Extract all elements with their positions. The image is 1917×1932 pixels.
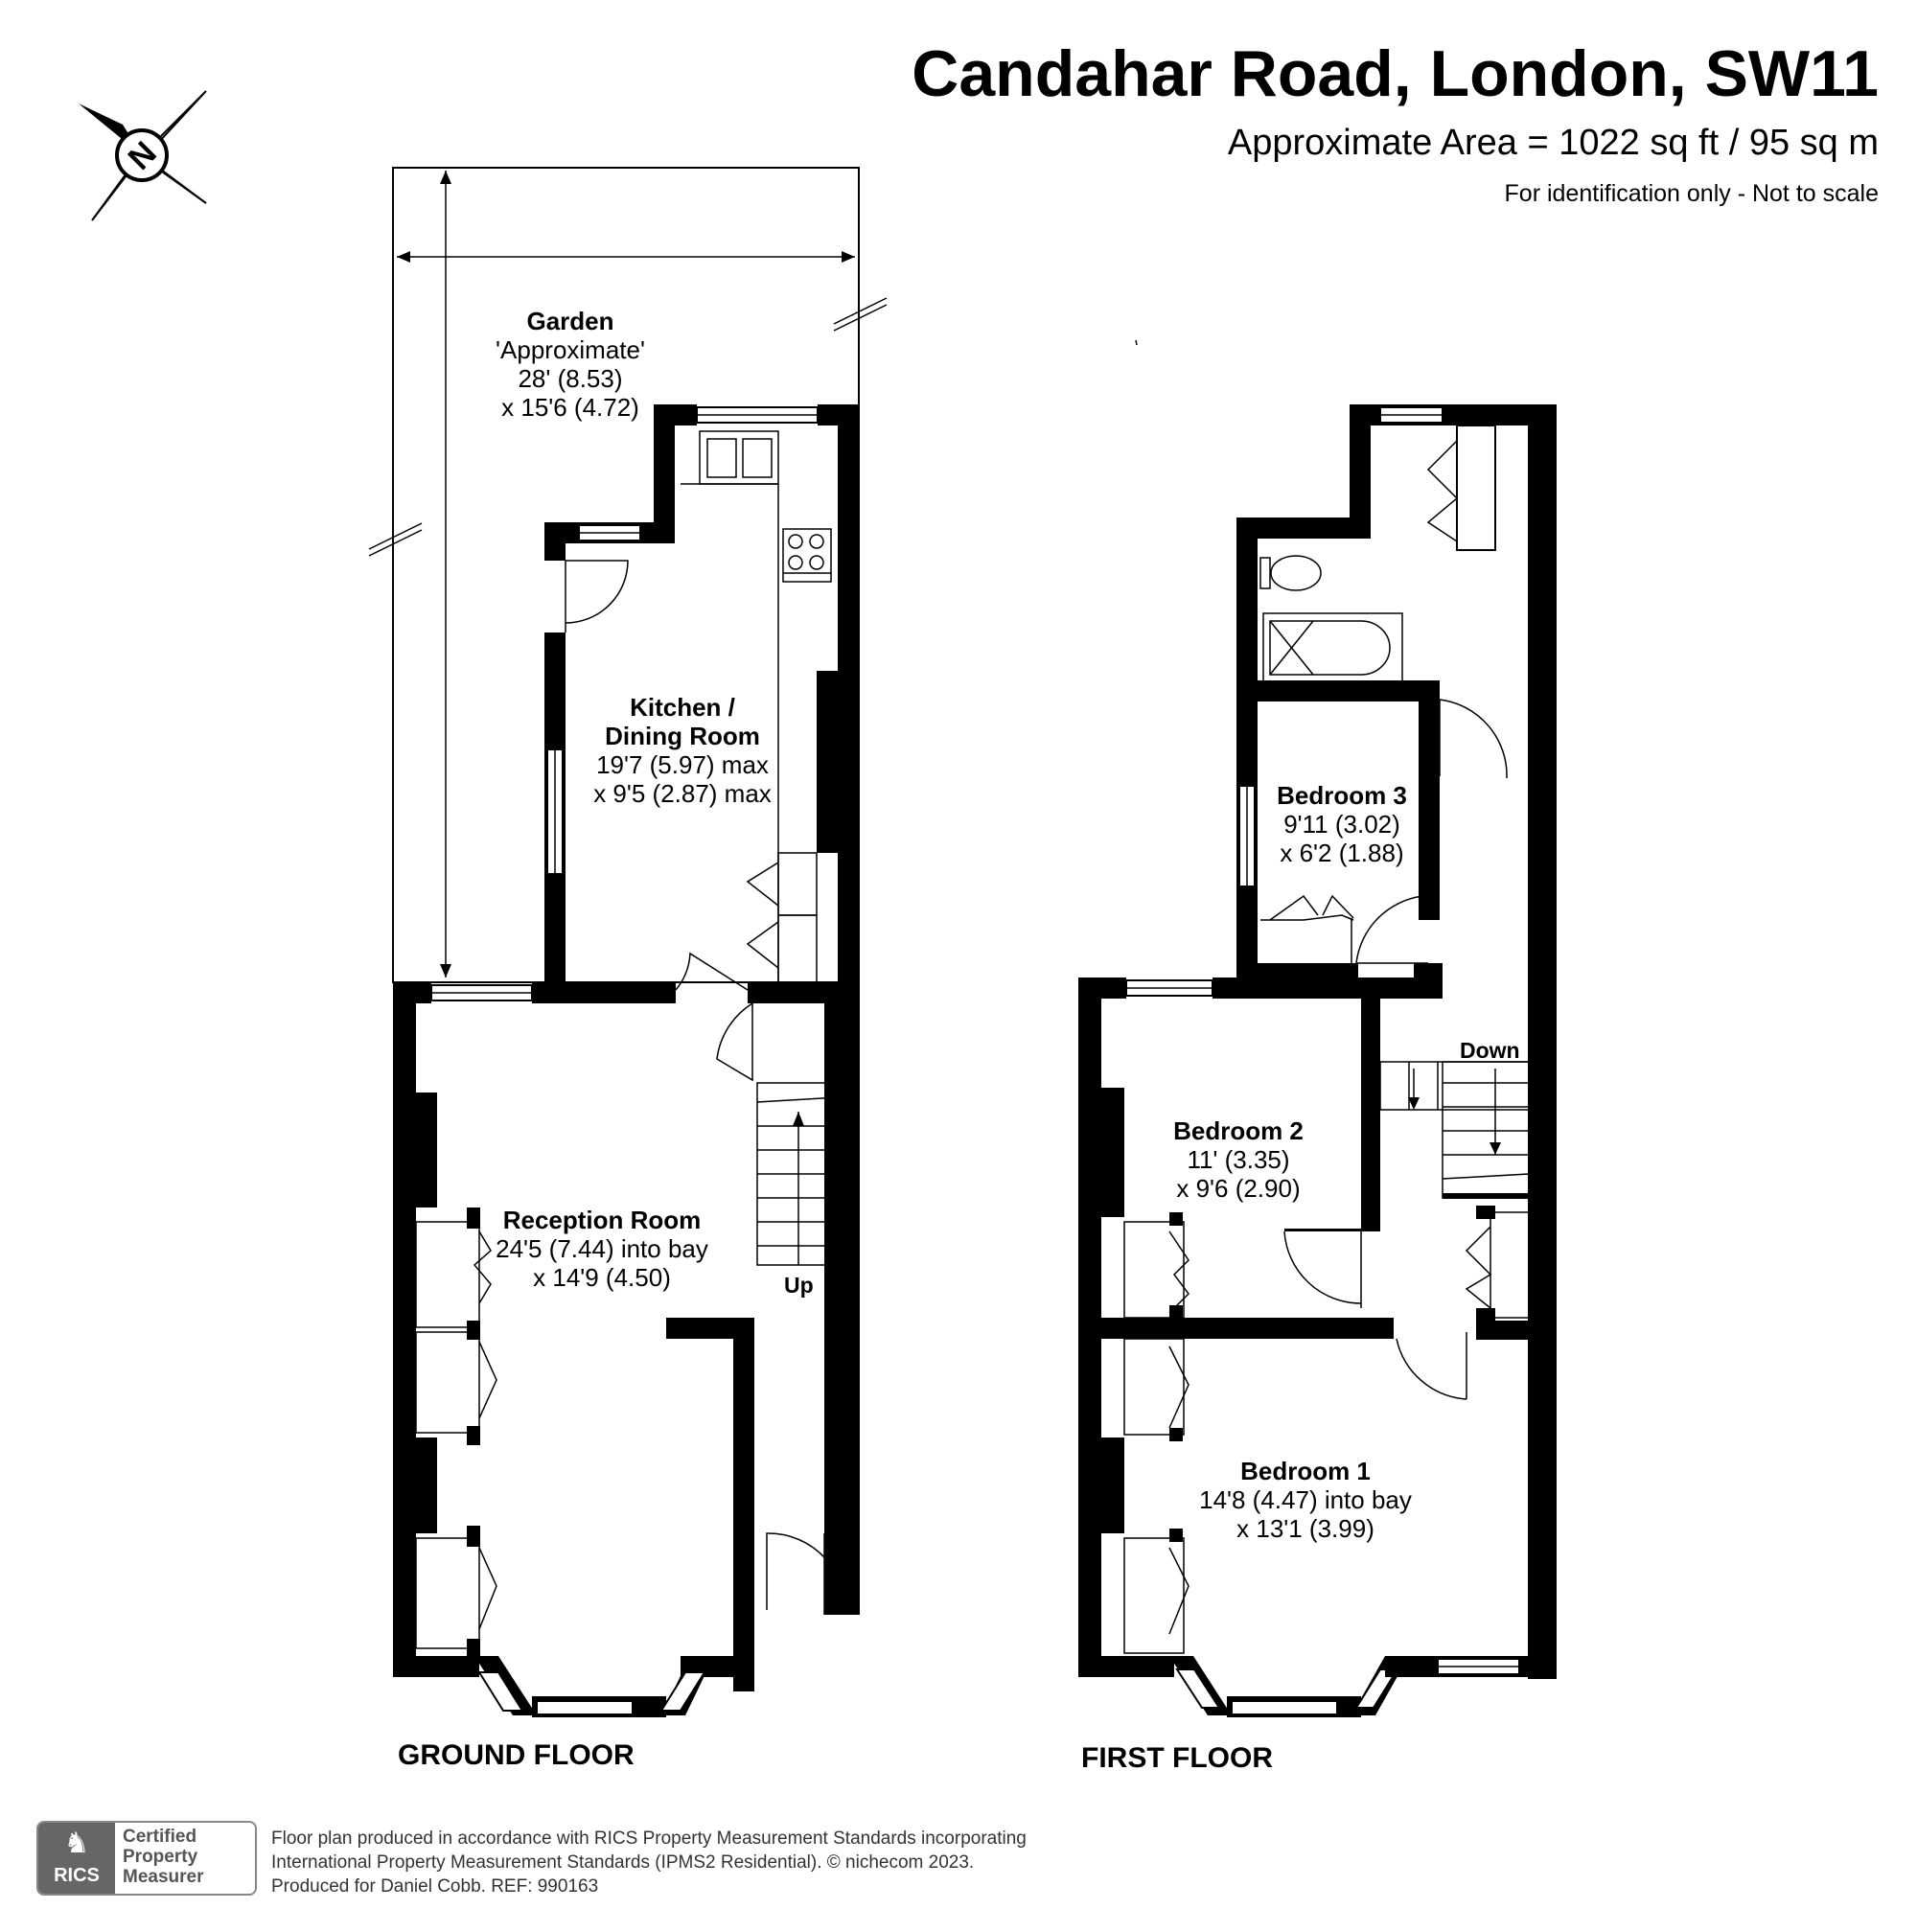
- bedroom1-width: x 13'1 (3.99): [1236, 1514, 1374, 1543]
- bedroom3-length: 9'11 (3.02): [1283, 810, 1400, 839]
- footer-line-3: Produced for Daniel Cobb. REF: 990163: [271, 1876, 599, 1897]
- bedroom2-width: x 9'6 (2.90): [1176, 1174, 1301, 1203]
- garden-label: Garden 'Approximate' 28' (8.53) x 15'6 (…: [496, 307, 645, 422]
- rics-lion-icon: ♞: [63, 1828, 90, 1859]
- footer-disclaimer: Floor plan produced in accordance with R…: [271, 1827, 1027, 1898]
- garden-width: x 15'6 (4.72): [501, 393, 639, 422]
- bedroom3-label: Bedroom 3 9'11 (3.02) x 6'2 (1.88): [1277, 781, 1407, 867]
- bedroom1-label: Bedroom 1 14'8 (4.47) into bay x 13'1 (3…: [1199, 1457, 1412, 1543]
- badge-line-3: Measurer: [123, 1867, 204, 1887]
- rics-logo: ♞ RICS: [38, 1823, 115, 1894]
- footer-line-1: Floor plan produced in accordance with R…: [271, 1828, 1027, 1849]
- reception-width: x 14'9 (4.50): [533, 1263, 671, 1292]
- badge-line-2: Property: [123, 1847, 198, 1867]
- rics-logo-text: RICS: [54, 1865, 100, 1886]
- footer-line-2: International Property Measurement Stand…: [271, 1852, 975, 1873]
- kitchen-name-1: Kitchen /: [630, 693, 735, 722]
- north-compass-icon: N: [79, 90, 207, 221]
- stairs-up-label: Up: [784, 1273, 814, 1298]
- bedroom2-label: Bedroom 2 11' (3.35) x 9'6 (2.90): [1173, 1116, 1304, 1203]
- bedroom2-length: 11' (3.35): [1187, 1145, 1290, 1174]
- ground-floor-label: GROUND FLOOR: [398, 1739, 635, 1771]
- kitchen-label: Kitchen / Dining Room 19'7 (5.97) max x …: [593, 693, 772, 808]
- page-title: Candahar Road, London, SW11: [912, 37, 1879, 110]
- first-floor-label: FIRST FLOOR: [1081, 1742, 1273, 1774]
- rics-certified-badge: ♞ RICS Certified Property Measurer: [36, 1821, 257, 1896]
- bedroom3-width: x 6'2 (1.88): [1280, 839, 1404, 867]
- bedroom1-length: 14'8 (4.47) into bay: [1199, 1485, 1412, 1514]
- badge-line-1: Certified: [123, 1827, 197, 1847]
- kitchen-length: 19'7 (5.97) max: [596, 750, 769, 779]
- approximate-area: Approximate Area = 1022 sq ft / 95 sq m: [1227, 123, 1879, 163]
- kitchen-name-2: Dining Room: [605, 722, 760, 750]
- rics-badge-text: Certified Property Measurer: [123, 1827, 204, 1887]
- first-floor-plan: [1078, 339, 1557, 1717]
- garden-note: 'Approximate': [496, 335, 645, 364]
- garden-length: 28' (8.53): [518, 364, 623, 393]
- bedroom1-name: Bedroom 1: [1240, 1457, 1371, 1485]
- ground-floor-plan: [368, 167, 888, 1717]
- stairs-down-label: Down: [1460, 1038, 1520, 1063]
- kitchen-width: x 9'5 (2.87) max: [593, 779, 772, 808]
- reception-label: Reception Room 24'5 (7.44) into bay x 14…: [496, 1206, 708, 1292]
- garden-name: Garden: [526, 307, 614, 335]
- reception-length: 24'5 (7.44) into bay: [496, 1234, 708, 1263]
- scale-note: For identification only - Not to scale: [1504, 180, 1879, 207]
- bedroom3-name: Bedroom 3: [1277, 781, 1407, 810]
- reception-name: Reception Room: [502, 1206, 702, 1234]
- bedroom2-name: Bedroom 2: [1173, 1116, 1304, 1145]
